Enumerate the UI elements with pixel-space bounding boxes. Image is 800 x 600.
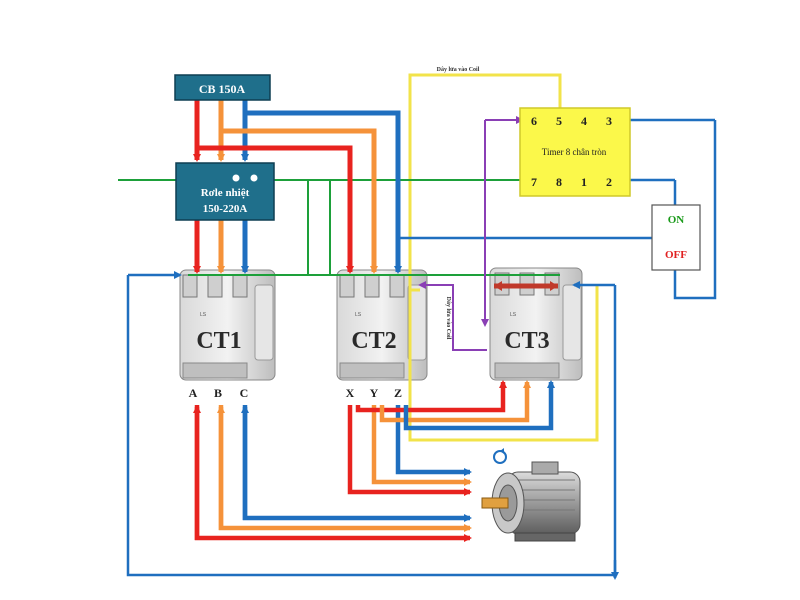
relay-contact-dot bbox=[250, 174, 258, 182]
svg-text:LS: LS bbox=[510, 312, 517, 318]
coil-label-top: Dây lửa vào Coil bbox=[437, 67, 480, 73]
terminal-a: A bbox=[189, 386, 198, 400]
terminal-y: Y bbox=[370, 386, 379, 400]
svg-text:LS: LS bbox=[200, 312, 207, 318]
contactor-ct3: LS CT3 bbox=[489, 267, 583, 381]
relay-label-line1: Rơle nhiệt bbox=[201, 187, 250, 199]
timer-8-pin: 6 5 4 3 Timer 8 chân tròn 7 8 1 2 bbox=[519, 107, 631, 197]
coil-label-vertical: Dây lửa vào Coil bbox=[445, 297, 451, 340]
breaker-label: CB 150A bbox=[199, 82, 246, 96]
motor bbox=[481, 461, 581, 542]
ct2-terminals: X Y Z bbox=[346, 386, 402, 400]
timer-title: Timer 8 chân tròn bbox=[542, 147, 607, 157]
contactor-ct2-name: CT2 bbox=[351, 328, 396, 354]
timer-pin-7: 7 bbox=[531, 175, 537, 189]
off-label: OFF bbox=[665, 249, 687, 261]
timer-pin-5: 5 bbox=[556, 114, 562, 128]
motor-rotation-icon bbox=[493, 448, 507, 464]
svg-text:LS: LS bbox=[355, 312, 362, 318]
relay-label-line2: 150-220A bbox=[203, 203, 248, 215]
yellow-coil-wires bbox=[408, 73, 599, 442]
blue-control-wires bbox=[126, 116, 717, 580]
terminal-z: Z bbox=[394, 386, 402, 400]
contactor-ct3-name: CT3 bbox=[504, 328, 549, 354]
timer-pin-8: 8 bbox=[556, 175, 562, 189]
phase-wires-top bbox=[193, 100, 402, 274]
ct1-terminals: A B C bbox=[189, 386, 249, 400]
circuit-breaker: CB 150A bbox=[174, 74, 271, 101]
relay-contact-dot bbox=[232, 174, 240, 182]
terminal-c: C bbox=[240, 386, 249, 400]
phase-wires-bottom bbox=[193, 380, 555, 542]
timer-pin-6: 6 bbox=[531, 114, 537, 128]
purple-control-wires bbox=[418, 116, 524, 351]
thermal-relay: Rơle nhiệt 150-220A bbox=[175, 162, 275, 221]
contactor-ct2: LS CT2 bbox=[336, 269, 428, 381]
timer-pin-2: 2 bbox=[606, 175, 612, 189]
timer-pin-4: 4 bbox=[581, 114, 587, 128]
contactor-ct1-name: CT1 bbox=[196, 328, 241, 354]
timer-pin-3: 3 bbox=[606, 114, 612, 128]
terminal-x: X bbox=[346, 386, 355, 400]
on-label: ON bbox=[668, 214, 685, 226]
timer-pin-1: 1 bbox=[581, 175, 587, 189]
contactor-ct1: LS CT1 bbox=[179, 269, 276, 381]
terminal-b: B bbox=[214, 386, 222, 400]
on-off-switch: ON OFF bbox=[651, 204, 701, 271]
